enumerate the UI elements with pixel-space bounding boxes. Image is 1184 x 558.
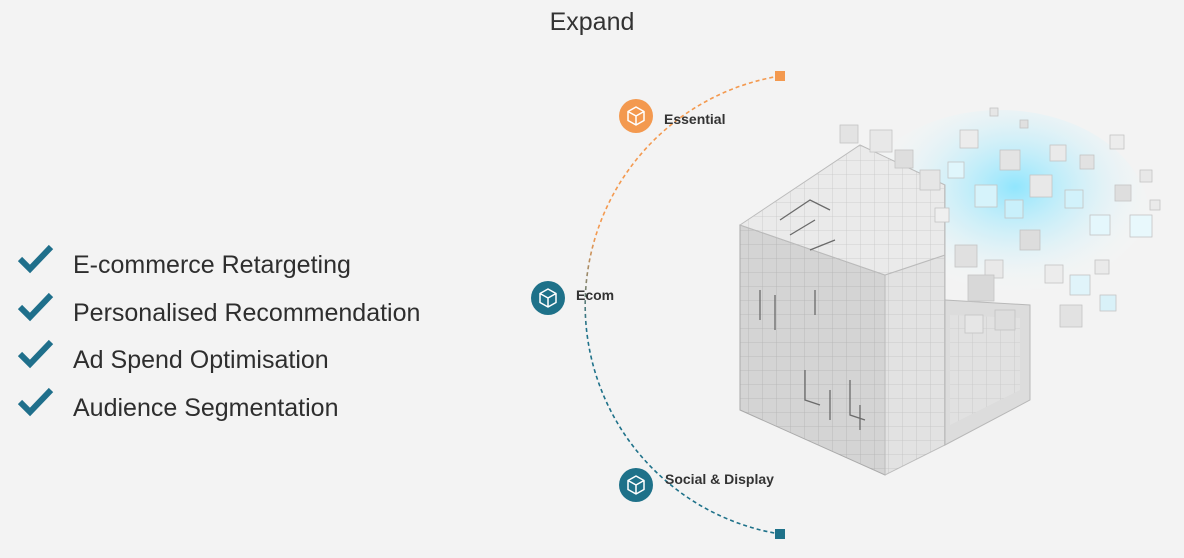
feature-label: Ad Spend Optimisation: [73, 346, 329, 374]
stage-node-ecom: [531, 281, 565, 315]
check-icon: [18, 387, 54, 416]
feature-item-personalised-recommendation: Personalised Recommendation: [18, 292, 420, 340]
stage-node-essential: [619, 99, 653, 133]
check-icon: [18, 292, 54, 321]
stage-label-ecom: Ecom: [576, 287, 615, 303]
page-title: Expand: [549, 8, 635, 36]
cube-illustration: [738, 107, 1161, 476]
check-icon: [18, 339, 54, 369]
feature-list: E-commerce Retargeting Personalised Reco…: [18, 244, 420, 434]
stage-label-social-display: Social & Display: [665, 471, 774, 487]
feature-item-ad-spend-optimisation: Ad Spend Optimisation: [18, 339, 420, 387]
arc-line: [584, 75, 781, 535]
floating-cubes: [839, 107, 1161, 334]
box-icon: [539, 288, 557, 308]
feature-item-audience-segmentation: Audience Segmentation: [18, 387, 420, 435]
stage-node-social-display: [619, 468, 653, 502]
feature-item-ecommerce-retargeting: E-commerce Retargeting: [18, 244, 420, 292]
stage-label-essential: Essential: [664, 111, 726, 127]
feature-label: Personalised Recommendation: [73, 298, 421, 327]
cube-slots: [759, 199, 866, 430]
box-icon: [627, 475, 645, 495]
box-icon: [627, 106, 645, 126]
check-icon: [18, 244, 54, 274]
arc-end-marker: [775, 529, 785, 539]
feature-label: E-commerce Retargeting: [73, 251, 351, 279]
arc-start-marker: [775, 71, 785, 81]
feature-label: Audience Segmentation: [73, 393, 339, 422]
